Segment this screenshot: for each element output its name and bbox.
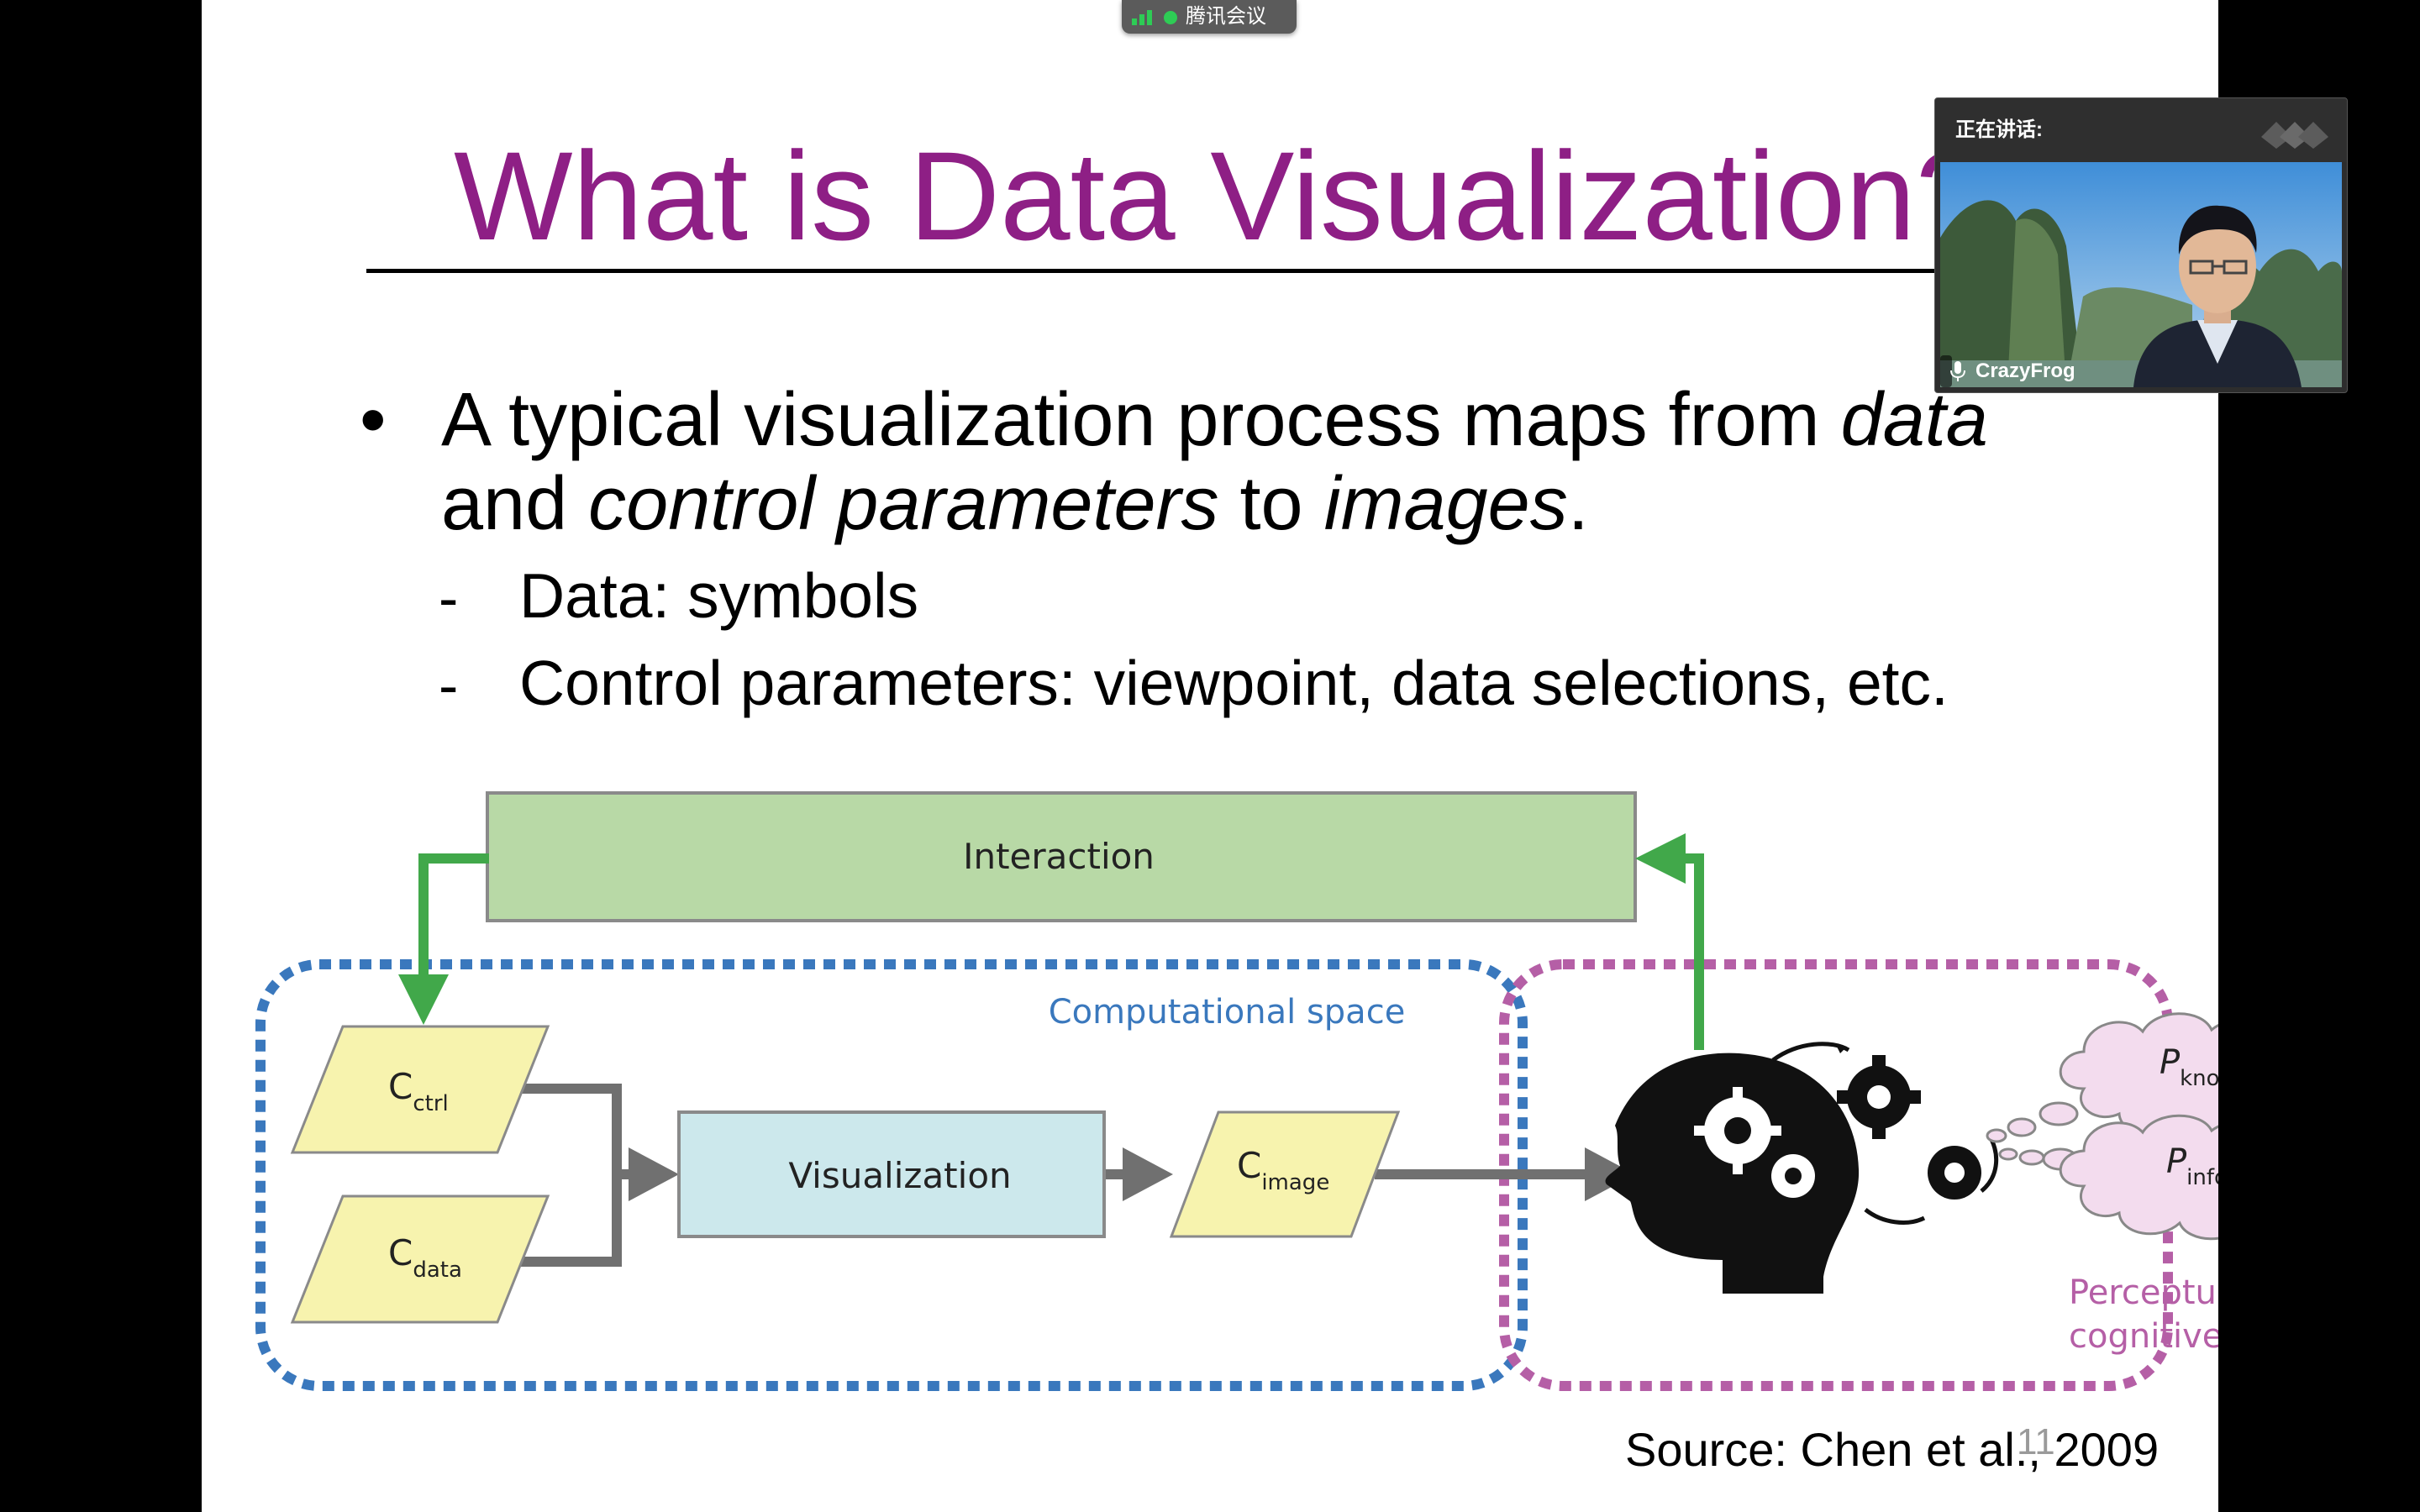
microphone-icon [1950, 361, 1965, 381]
bullet-marker: • [360, 378, 387, 462]
c-image-box [1169, 1110, 1401, 1238]
sub-bullet-dash: - [439, 565, 459, 631]
meeting-app-name: 腾讯会议 [1186, 5, 1266, 28]
params-to-viz-arrowhead [629, 1147, 679, 1201]
interaction-to-cctrl-line [418, 853, 489, 990]
bullet-line-2: and control parameters to images. [441, 462, 1589, 546]
visualization-process-diagram: Interaction Computational space Cctrl Cd… [255, 791, 2218, 1391]
speaking-label: 正在讲话: [1955, 118, 2043, 141]
head-with-gears-icon [1605, 1042, 1999, 1294]
bullet-em-images: images [1323, 462, 1568, 546]
status-dot-icon [1164, 11, 1177, 24]
speaker-video-image [1940, 162, 2342, 387]
sub-bullet-data: Data: symbols [519, 560, 919, 631]
bullet-text-part3: to [1218, 462, 1324, 546]
p-info-label: Pinfo [2166, 1142, 2218, 1190]
source-caption: Source: Chen et al., 2009 [1625, 1423, 2160, 1476]
speaker-panel-header[interactable]: 正在讲话: [1935, 98, 2347, 162]
params-merge-line [519, 1084, 622, 1267]
sub-bullet-control: Control parameters: viewpoint, data sele… [519, 648, 1949, 718]
tencent-meeting-logo-icon [2261, 122, 2328, 149]
perceptual-space-label-line1: Perceptual and [2069, 1273, 2218, 1312]
sub-bullet-dash: - [439, 653, 459, 718]
bullet-text-part2: and [441, 462, 589, 546]
bullet-em-control: control parameters [588, 462, 1219, 546]
speaker-person [2133, 205, 2302, 387]
c-data-box [290, 1194, 550, 1324]
bullet-text-part1: A typical visualization process maps fro… [441, 378, 1841, 462]
computational-space-region [255, 959, 1528, 1391]
visualization-box [677, 1110, 1106, 1238]
active-speaker-panel[interactable]: 正在讲话: [1934, 97, 2348, 393]
interaction-to-cctrl-arrowhead [398, 974, 449, 1025]
speaker-name-bar: CrazyFrog [1940, 355, 2075, 387]
title-underline [366, 269, 1963, 273]
bullet-line-1: A typical visualization process maps fro… [441, 378, 1988, 462]
c-data-label: Cdata [388, 1232, 462, 1283]
viz-to-cimage-arrowhead [1123, 1147, 1173, 1201]
signal-bars-icon [1132, 10, 1154, 25]
p-know-label: Pknow [2160, 1043, 2218, 1091]
slide-title: What is Data Visualization? [454, 125, 1986, 266]
presentation-slide: What is Data Visualization? • A typical … [202, 0, 2218, 1512]
meeting-status-pill[interactable]: 腾讯会议 [1122, 0, 1297, 34]
visualization-label: Visualization [788, 1155, 1011, 1196]
perceptual-space-label-line2: cognitive space [2069, 1317, 2218, 1356]
speaker-video-feed[interactable] [1940, 162, 2342, 387]
interaction-box [486, 791, 1637, 922]
c-ctrl-box [290, 1025, 550, 1154]
slide-page-number: 11 [2017, 1421, 2055, 1462]
c-ctrl-label: Cctrl [388, 1066, 449, 1116]
p-info-cloud [2059, 1114, 2218, 1241]
head-to-interaction-arrowhead [1635, 833, 1686, 884]
computational-space-label: Computational space [1049, 993, 1406, 1032]
interaction-label: Interaction [963, 836, 1155, 877]
bullet-text-part4: . [1567, 462, 1589, 546]
head-to-interaction-line [1681, 853, 1704, 1050]
speaker-name: CrazyFrog [1975, 360, 2075, 382]
c-image-label: Cimage [1237, 1145, 1329, 1195]
